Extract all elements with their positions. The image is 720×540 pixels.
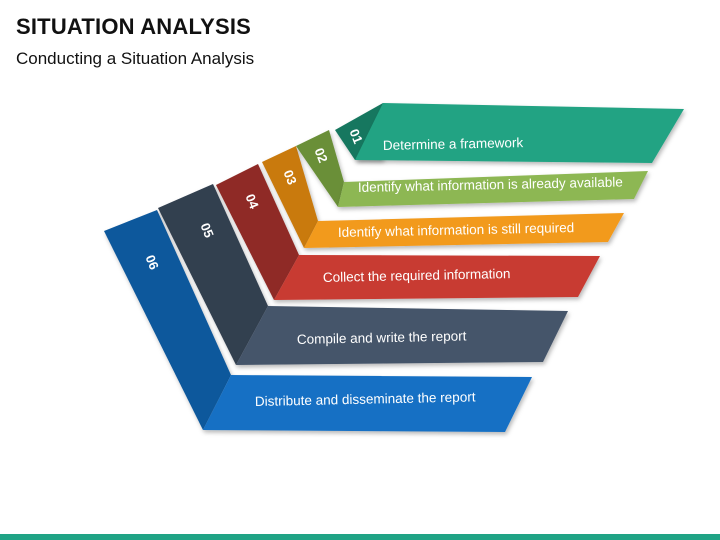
- step-03-band: [304, 213, 624, 248]
- page-title: SITUATION ANALYSIS: [16, 14, 252, 39]
- step-05-number: 05: [198, 221, 217, 240]
- page-subtitle: Conducting a Situation Analysis: [16, 49, 255, 68]
- step-05-label: Compile and write the report: [297, 328, 467, 347]
- step-02-number: 02: [312, 146, 331, 165]
- step-04-side-panel: [216, 164, 299, 300]
- step-04-band: [274, 255, 600, 300]
- step-06-band: [203, 375, 532, 432]
- step-05-side-panel: [158, 184, 268, 365]
- step-06-side-panel: [104, 210, 231, 430]
- step-01-band: [355, 103, 684, 163]
- step-01-label: Determine a framework: [383, 135, 524, 153]
- step-04-label: Collect the required information: [323, 266, 511, 285]
- step-06-label: Distribute and disseminate the report: [255, 389, 476, 409]
- step-01: 01 Determine a framework: [335, 103, 684, 163]
- step-02-label: Identify what information is already ava…: [358, 174, 623, 195]
- step-05-band: [236, 306, 568, 365]
- step-02-side-panel: [296, 130, 344, 207]
- step-04-number: 04: [243, 192, 263, 212]
- footer-accent-bar: [0, 534, 720, 540]
- step-03-number: 03: [281, 168, 300, 187]
- step-06-number: 06: [143, 253, 162, 272]
- step-03-label: Identify what information is still requi…: [338, 220, 575, 240]
- step-01-number: 01: [347, 127, 366, 146]
- step-03-side-panel: [262, 146, 318, 248]
- step-02-band: [338, 171, 648, 207]
